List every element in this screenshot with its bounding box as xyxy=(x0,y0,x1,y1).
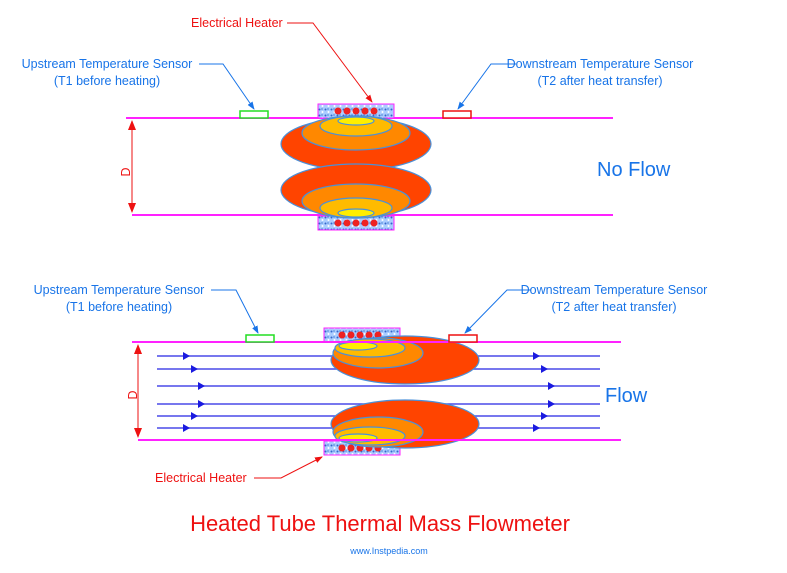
heat-zone-top xyxy=(330,335,480,385)
heater-coil-icon xyxy=(338,331,382,339)
flow-arrow-icon xyxy=(533,424,540,432)
upstream-leader xyxy=(211,289,259,334)
downstream-leader xyxy=(457,63,516,110)
downstream-sensor-label: Downstream Temperature Sensor xyxy=(521,283,708,297)
upstream-sensor-sublabel: (T1 before heating) xyxy=(54,74,160,88)
flow-panel: D Upstream Temperature Sensor (T1 before… xyxy=(34,283,708,485)
downstream-sensor xyxy=(448,334,478,343)
heat-zone-bottom xyxy=(280,163,432,219)
state-label-no-flow: No Flow xyxy=(597,159,671,181)
heat-zone-top xyxy=(280,115,432,171)
downstream-sensor-sublabel: (T2 after heat transfer) xyxy=(537,74,662,88)
heater-coil-icon xyxy=(334,107,378,115)
heater-top xyxy=(317,103,395,119)
flow-arrow-icon xyxy=(198,400,205,408)
heater-coil-icon xyxy=(334,219,378,227)
upstream-sensor xyxy=(239,110,269,119)
diameter-dimension: D xyxy=(126,344,142,438)
diagram-title: Heated Tube Thermal Mass Flowmeter xyxy=(190,511,570,536)
no-flow-panel: D xyxy=(22,16,694,231)
state-label-flow: Flow xyxy=(605,385,648,407)
upstream-sensor-label: Upstream Temperature Sensor xyxy=(34,283,205,297)
upstream-sensor-label: Upstream Temperature Sensor xyxy=(22,57,193,71)
diameter-label: D xyxy=(126,390,140,399)
upstream-leader xyxy=(199,63,255,110)
heat-zone-bottom xyxy=(330,399,480,449)
flow-arrow-icon xyxy=(548,400,555,408)
diameter-dimension: D xyxy=(119,120,136,213)
flow-arrow-icon xyxy=(191,412,198,420)
downstream-sensor-sublabel: (T2 after heat transfer) xyxy=(551,300,676,314)
flow-direction-arrows xyxy=(183,352,555,432)
downstream-sensor-label: Downstream Temperature Sensor xyxy=(507,57,694,71)
flow-arrow-icon xyxy=(191,365,198,373)
heater-label: Electrical Heater xyxy=(155,471,247,485)
upstream-sensor-sublabel: (T1 before heating) xyxy=(66,300,172,314)
heater-leader xyxy=(287,22,373,103)
downstream-leader xyxy=(464,289,531,334)
website-credit: www.Instpedia.com xyxy=(349,546,428,556)
heater-leader xyxy=(254,456,323,479)
flow-arrow-icon xyxy=(183,352,190,360)
upstream-sensor xyxy=(245,334,275,343)
heater-bottom xyxy=(317,215,395,231)
diameter-label: D xyxy=(119,167,133,176)
flow-arrow-icon xyxy=(183,424,190,432)
heater-label: Electrical Heater xyxy=(191,16,283,30)
flow-arrow-icon xyxy=(548,382,555,390)
flow-arrow-icon xyxy=(198,382,205,390)
flow-arrow-icon xyxy=(541,412,548,420)
downstream-sensor xyxy=(442,110,472,119)
flow-arrow-icon xyxy=(533,352,540,360)
flow-arrow-icon xyxy=(541,365,548,373)
